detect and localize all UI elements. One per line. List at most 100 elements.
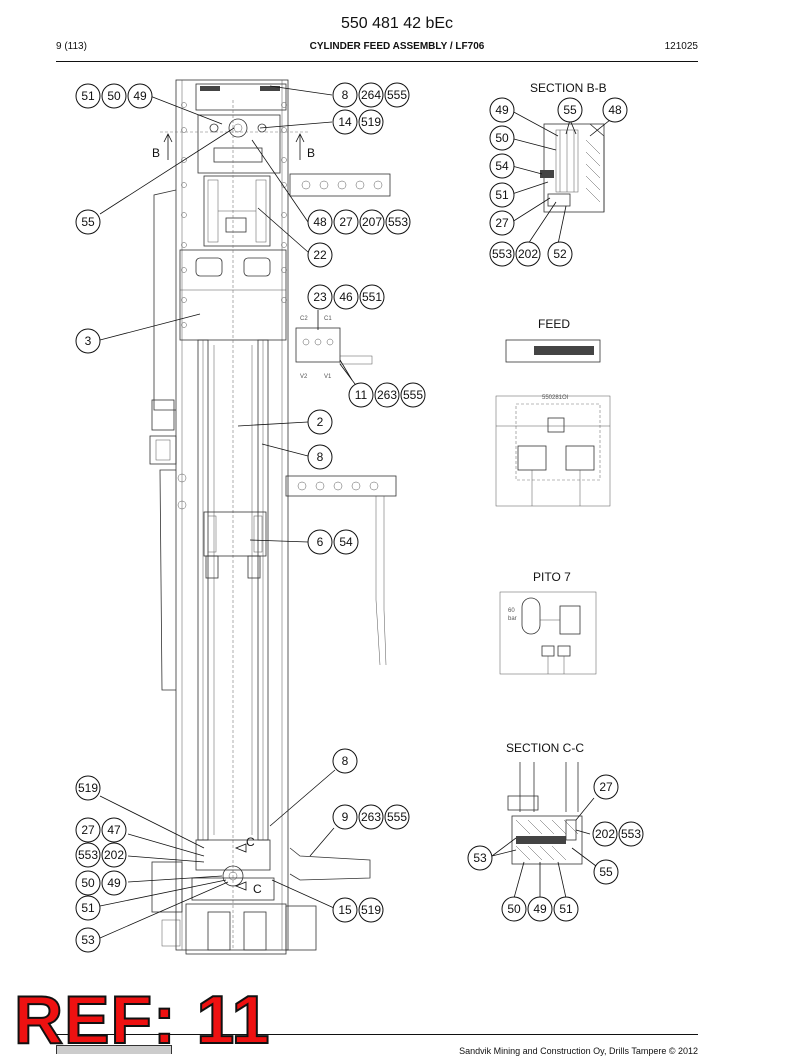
svg-text:52: 52: [553, 247, 567, 261]
balloon: 2: [307, 409, 333, 435]
port-label-v1: V1: [324, 374, 332, 380]
svg-text:6: 6: [317, 535, 324, 549]
balloon: 49: [101, 870, 127, 896]
svg-text:49: 49: [533, 902, 547, 916]
svg-text:9: 9: [342, 810, 349, 824]
svg-text:207: 207: [362, 215, 382, 229]
svg-text:555: 555: [387, 88, 407, 102]
port-label-v2: V2: [300, 374, 308, 380]
svg-text:51: 51: [559, 902, 573, 916]
pito-gauge-value: 60: [508, 608, 515, 614]
balloon: 263: [358, 804, 384, 830]
balloon: 53: [467, 845, 493, 871]
section-marker-c-top: C: [246, 835, 255, 849]
svg-text:27: 27: [495, 216, 509, 230]
balloon: 202: [515, 241, 541, 267]
balloon: 52: [547, 241, 573, 267]
balloon: 48: [307, 209, 333, 235]
balloon: 49: [527, 896, 553, 922]
svg-text:553: 553: [388, 215, 408, 229]
svg-text:553: 553: [78, 848, 98, 862]
balloon: 27: [593, 774, 619, 800]
balloon: 3: [75, 328, 101, 354]
section-marker-b-left: B: [152, 146, 160, 160]
balloon: 8: [307, 444, 333, 470]
footer-copyright: Sandvik Mining and Construction Oy, Dril…: [459, 1046, 698, 1056]
svg-text:23: 23: [313, 290, 327, 304]
document-code: 121025: [664, 41, 698, 52]
svg-text:50: 50: [81, 876, 95, 890]
balloon: 553: [618, 821, 644, 847]
balloon: 202: [101, 842, 127, 868]
svg-text:14: 14: [338, 115, 352, 129]
svg-text:27: 27: [81, 823, 95, 837]
balloon: 519: [358, 109, 384, 135]
svg-text:519: 519: [78, 781, 98, 795]
port-label-c1: C1: [324, 316, 332, 322]
svg-text:55: 55: [599, 865, 613, 879]
balloon: 48: [602, 97, 628, 123]
balloon: 555: [384, 804, 410, 830]
page-title: CYLINDER FEED ASSEMBLY / LF706: [309, 41, 485, 52]
svg-text:48: 48: [313, 215, 327, 229]
svg-text:49: 49: [133, 89, 147, 103]
svg-text:11: 11: [355, 388, 368, 402]
balloon: 55: [557, 97, 583, 123]
sandvik-logo: [56, 1045, 172, 1054]
balloon: 55: [593, 859, 619, 885]
svg-text:51: 51: [81, 89, 95, 103]
svg-text:553: 553: [621, 827, 641, 841]
balloon: 53: [75, 927, 101, 953]
svg-text:50: 50: [495, 131, 509, 145]
balloon: 264: [358, 82, 384, 108]
svg-text:50: 50: [107, 89, 121, 103]
svg-text:553: 553: [492, 247, 512, 261]
feed-schematic-code: 550281ΟΙ: [542, 395, 569, 401]
balloon: 49: [489, 97, 515, 123]
balloon: 54: [489, 153, 515, 179]
balloon: 50: [489, 125, 515, 151]
svg-text:263: 263: [377, 388, 397, 402]
svg-text:2: 2: [317, 415, 324, 429]
balloon: 46: [333, 284, 359, 310]
balloon: 51: [489, 182, 515, 208]
balloon: 555: [400, 382, 426, 408]
svg-text:47: 47: [107, 823, 121, 837]
balloon: 54: [333, 529, 359, 555]
balloon: 27: [489, 210, 515, 236]
pito-schematic: 60 bar: [499, 591, 597, 675]
port-label-c2: C2: [300, 316, 308, 322]
section-marker-b-right: B: [307, 146, 315, 160]
balloons: 51 50 49 8 264 555 14 519 55 48 27 207 5…: [75, 82, 644, 953]
balloon: 6: [307, 529, 333, 555]
balloon: 207: [359, 209, 385, 235]
balloon: 23: [307, 284, 333, 310]
balloon: 555: [384, 82, 410, 108]
svg-text:264: 264: [361, 88, 381, 102]
balloon: 553: [75, 842, 101, 868]
header-rule: [56, 61, 698, 62]
balloon: 47: [101, 817, 127, 843]
balloon: 519: [75, 775, 101, 801]
balloon: 8: [332, 748, 358, 774]
balloon: 14: [332, 109, 358, 135]
svg-text:55: 55: [563, 103, 577, 117]
balloon: 11: [348, 382, 374, 408]
svg-text:519: 519: [361, 903, 381, 917]
svg-text:46: 46: [339, 290, 353, 304]
svg-text:49: 49: [107, 876, 121, 890]
balloon: 15: [332, 897, 358, 923]
svg-text:55: 55: [81, 215, 95, 229]
balloon: 263: [374, 382, 400, 408]
pito-gauge-unit: bar: [508, 616, 517, 622]
svg-text:202: 202: [595, 827, 615, 841]
section-bb-title: SECTION B-B: [530, 81, 607, 95]
balloon: 202: [592, 821, 618, 847]
svg-text:48: 48: [608, 103, 622, 117]
balloon: 8: [332, 82, 358, 108]
svg-text:53: 53: [473, 851, 487, 865]
svg-text:202: 202: [518, 247, 538, 261]
svg-text:519: 519: [361, 115, 381, 129]
svg-text:15: 15: [338, 903, 352, 917]
